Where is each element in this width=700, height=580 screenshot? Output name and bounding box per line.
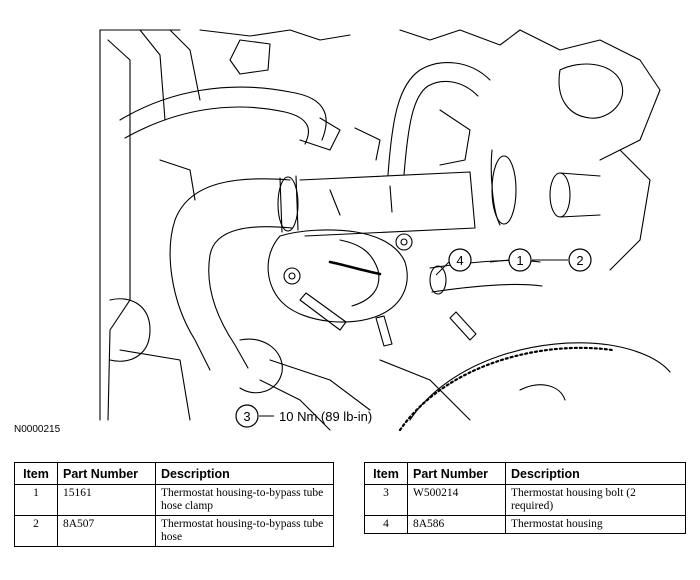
header-part-number: Part Number: [407, 462, 506, 485]
row-part-number: W500214: [407, 484, 506, 516]
header-description: Description: [155, 462, 334, 485]
header-description: Description: [505, 462, 686, 485]
svg-text:2: 2: [576, 253, 583, 268]
row-description: Thermostat housing-to-bypass tube hose: [155, 515, 334, 547]
header-part-number: Part Number: [57, 462, 156, 485]
callout-1: 1: [508, 248, 532, 272]
table-row: 3 W500214 Thermostat housing bolt (2 req…: [364, 484, 686, 516]
engine-diagram: 4 1 2 3 10 Nm (89 lb-in): [99, 29, 671, 432]
row-item: 2: [14, 515, 58, 547]
row-part-number: 15161: [57, 484, 156, 516]
figure-id: N0000215: [14, 424, 61, 435]
svg-text:3: 3: [243, 409, 250, 424]
row-description: Thermostat housing bolt (2 required): [505, 484, 686, 516]
header-item: Item: [364, 462, 408, 485]
row-part-number: 8A507: [57, 515, 156, 547]
svg-text:4: 4: [456, 253, 463, 268]
row-item: 3: [364, 484, 408, 516]
table-header-row: Item Part Number Description: [364, 462, 686, 485]
header-item: Item: [14, 462, 58, 485]
row-part-number: 8A586: [407, 515, 506, 534]
callout-3: 3: [235, 404, 259, 428]
table-row: 1 15161 Thermostat housing-to-bypass tub…: [14, 484, 334, 516]
parts-table-left: Item Part Number Description 1 15161 The…: [14, 462, 334, 547]
row-description: Thermostat housing: [505, 515, 686, 534]
table-row: 4 8A586 Thermostat housing: [364, 515, 686, 534]
callout-4: 4: [448, 248, 472, 272]
row-description: Thermostat housing-to-bypass tube hose c…: [155, 484, 334, 516]
parts-table-right: Item Part Number Description 3 W500214 T…: [364, 462, 686, 534]
svg-text:1: 1: [516, 253, 523, 268]
row-item: 4: [364, 515, 408, 534]
row-item: 1: [14, 484, 58, 516]
table-header-row: Item Part Number Description: [14, 462, 334, 485]
callout-2: 2: [568, 248, 592, 272]
torque-spec-label: 10 Nm (89 lb-in): [279, 409, 372, 424]
table-row: 2 8A507 Thermostat housing-to-bypass tub…: [14, 515, 334, 547]
